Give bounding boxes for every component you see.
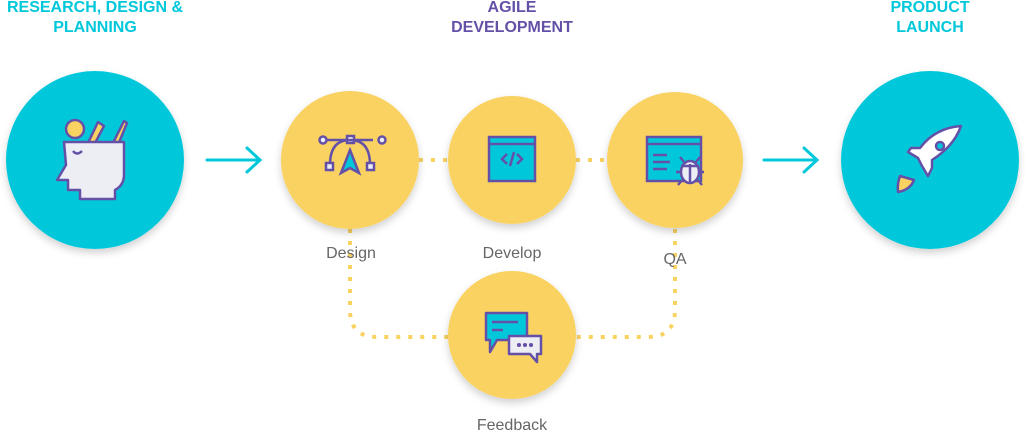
research-title: RESEARCH, DESIGN & PLANNING [0,0,215,38]
launch-title-line1: PRODUCT [890,0,970,16]
agile-title-line2: DEVELOPMENT [451,19,573,36]
research-title-line2: PLANNING [53,19,137,36]
qa-label: QA [663,251,687,268]
rocket-icon [896,124,963,194]
feedback-label: Feedback [476,417,548,434]
arrow-icon [762,146,820,174]
arrow-icon [205,146,263,174]
design-label: Design [326,245,376,262]
connector-qa-feedback [576,229,677,339]
chat-bubbles-icon [484,311,543,364]
head-ideas-icon [55,118,129,201]
design-circle [281,91,419,229]
research-title-line1: RESEARCH, DESIGN & [6,0,184,16]
dotted-connectors [348,158,677,339]
launch-title-line2: LAUNCH [896,19,964,36]
agile-title-line1: AGILE [487,0,537,16]
research-circle [6,71,184,249]
develop-label: Develop [482,245,542,262]
feedback-circle [448,271,576,399]
agile-title: AGILE DEVELOPMENT [392,0,632,38]
bug-window-icon [645,135,704,186]
launch-title: PRODUCT LAUNCH [810,0,1025,38]
vector-pen-icon [318,134,387,176]
code-window-icon [487,135,537,183]
develop-circle [448,96,576,224]
qa-circle [607,92,743,228]
launch-circle [841,71,1019,249]
